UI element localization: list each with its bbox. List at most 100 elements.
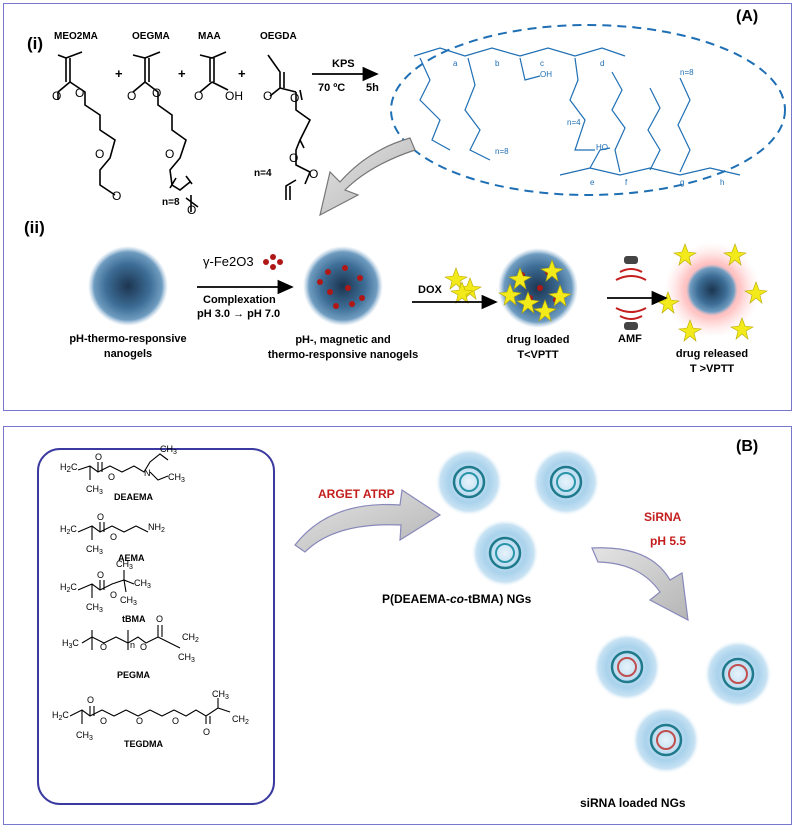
ph-55-label: pH 5.5 [650, 534, 687, 548]
nanogel-4 [656, 242, 768, 342]
monomer-meo2ma: MEO2MA [54, 31, 98, 42]
arget-atrp-label: ARGET ATRP [318, 487, 395, 501]
nanogels-b [435, 448, 600, 587]
nanogel-3 [498, 248, 578, 328]
caption-1-line1: pH-thermo-responsive [69, 333, 187, 345]
reaction-temp: 70 ºC [318, 82, 346, 94]
svg-text:O: O [110, 590, 117, 600]
svg-text:H2C: H2C [60, 462, 78, 474]
svg-text:+: + [115, 66, 123, 81]
polymer-n4: n=4 [567, 118, 581, 127]
amf-icon [615, 256, 647, 330]
monomer-oegma: OEGMA [132, 31, 170, 42]
svg-text:g: g [680, 178, 684, 187]
sirna-label: SiRNA [644, 510, 682, 524]
svg-text:a: a [453, 59, 458, 68]
svg-text:O: O [87, 695, 94, 705]
monomer-aema: AEMA [118, 553, 145, 563]
ng-label: P(DEAEMA-co-tBMA) NGs [382, 592, 531, 606]
loaded-ng-label: siRNA loaded NGs [580, 796, 686, 810]
caption-4-line2: T >VPTT [689, 363, 735, 375]
caption-3-line1: drug loaded [506, 334, 570, 346]
svg-text:CH3: CH3 [168, 472, 185, 484]
oegma-repeat: n=8 [162, 197, 180, 208]
polymer-n8-mid: n=8 [495, 147, 509, 156]
polymer-n8-top: n=8 [680, 68, 694, 77]
complexation-label: Complexation [203, 294, 276, 306]
svg-text:H2C: H2C [52, 710, 69, 722]
ng-label-pre: P(DEAEMA- [382, 592, 450, 606]
svg-text:NH2: NH2 [148, 522, 165, 534]
loaded-nanogels-b [593, 633, 772, 774]
amf-label: AMF [618, 333, 642, 345]
svg-text:O: O [263, 89, 272, 103]
caption-4-line1: drug released [675, 348, 749, 360]
svg-text:+: + [178, 66, 186, 81]
svg-text:CH3: CH3 [116, 559, 133, 571]
caption-nanogel-3: drug loaded T<VPTT [478, 333, 598, 363]
svg-text:O: O [187, 203, 196, 217]
svg-text:O: O [100, 716, 107, 726]
svg-text:H2C: H2C [60, 524, 77, 536]
svg-text:O: O [100, 642, 107, 652]
svg-text:O: O [75, 86, 84, 100]
polymer-ho: HO [596, 143, 608, 152]
panel-a-label: (A) [736, 8, 759, 25]
svg-text:d: d [600, 59, 604, 68]
svg-text:CH3: CH3 [86, 602, 103, 614]
polymer-ellipse [390, 24, 786, 196]
monomer-tbma: tBMA [122, 614, 146, 624]
polymer-network [413, 47, 741, 176]
svg-text:O: O [140, 642, 147, 652]
svg-text:+: + [238, 66, 246, 81]
caption-nanogel-1: pH-thermo-responsive nanogels [28, 332, 228, 362]
svg-text:O: O [156, 614, 163, 624]
svg-text:O: O [165, 147, 174, 161]
panel-b-label: (B) [736, 438, 759, 455]
monomer-structures-a [57, 51, 312, 212]
plus-signs-a: + + + [115, 66, 246, 81]
monomer-pegma: PEGMA [117, 670, 151, 680]
svg-text:CH3: CH3 [212, 689, 229, 701]
svg-text:OH: OH [225, 89, 243, 103]
svg-text:CH3: CH3 [76, 730, 93, 742]
svg-text:CH2: CH2 [182, 632, 199, 644]
monomer-tegdma: TEGDMA [124, 739, 163, 749]
svg-text:O: O [110, 532, 117, 542]
svg-text:CH3: CH3 [178, 652, 195, 664]
svg-text:O: O [108, 472, 115, 482]
svg-text:CH3: CH3 [160, 444, 177, 456]
svg-text:O: O [194, 89, 203, 103]
svg-text:CH2: CH2 [232, 714, 249, 726]
fe2o3-label: γ-Fe2O3 [203, 254, 254, 269]
panel-b [3, 426, 792, 825]
svg-text:O: O [52, 89, 61, 103]
svg-text:O: O [112, 189, 121, 203]
svg-text:N: N [144, 468, 151, 478]
curved-arrow-a [319, 137, 416, 217]
curved-arrow-b2 [591, 547, 689, 622]
svg-text:CH3: CH3 [86, 484, 103, 496]
svg-text:CH3: CH3 [86, 544, 103, 556]
dox-label: DOX [418, 284, 442, 296]
dox-stars [444, 267, 482, 304]
monomer-box-b [37, 448, 275, 805]
svg-text:H3C: H3C [62, 638, 79, 650]
step-i-label: (i) [27, 34, 44, 53]
ph-change-label: pH 3.0 → pH 7.0 [197, 308, 281, 320]
step-ii-label: (ii) [24, 218, 45, 237]
monomer-structures-b [69, 453, 231, 724]
fe2o3-icon [263, 254, 283, 270]
svg-text:O: O [152, 86, 161, 100]
polymer-oh: OH [540, 70, 552, 79]
svg-text:O: O [95, 147, 104, 161]
reaction-time: 5h [366, 82, 379, 94]
svg-text:O: O [95, 452, 102, 462]
caption-2-line2: thermo-responsive nanogels [267, 349, 419, 361]
svg-text:O: O [203, 727, 210, 737]
monomer-oegda: OEGDA [260, 31, 297, 42]
